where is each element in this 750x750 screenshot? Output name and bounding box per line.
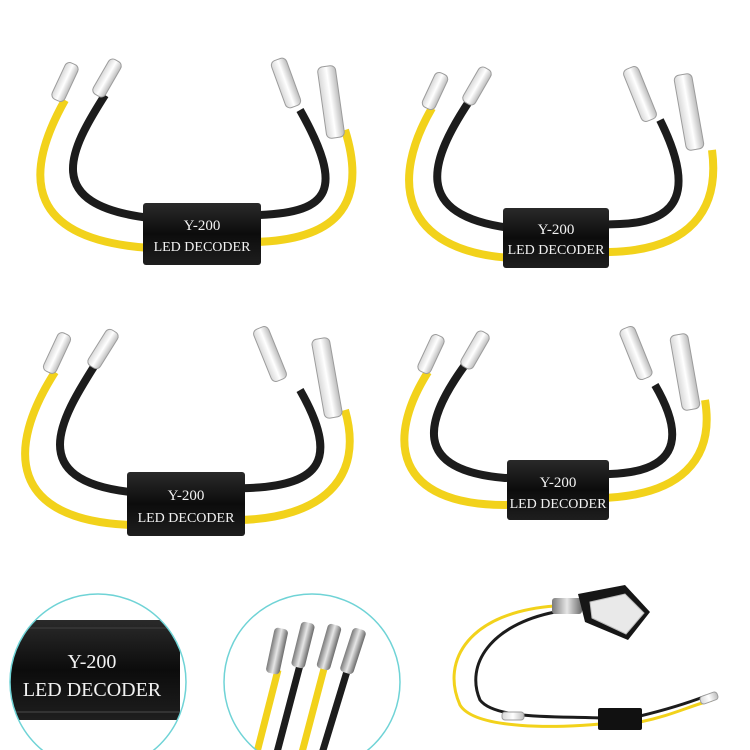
yellow-wire	[400, 369, 711, 510]
connector-terminal	[317, 65, 345, 139]
decoder-label: LED DECODER	[154, 240, 251, 255]
metal-terminal	[266, 627, 288, 675]
connector-terminal	[699, 691, 719, 705]
installed-example	[452, 585, 719, 730]
connector-terminal	[87, 328, 119, 370]
decoder-box	[507, 460, 609, 520]
black-wire	[429, 362, 677, 483]
decoder-box	[503, 208, 609, 268]
connector-terminal	[270, 57, 302, 109]
decoder-model: Y-200	[184, 218, 221, 234]
connector-terminal	[417, 334, 445, 374]
connector-terminal	[311, 337, 343, 419]
decoder-label-closeup: LED DECODER	[23, 679, 162, 701]
decoder-label: LED DECODER	[510, 497, 607, 512]
connector-terminal	[462, 66, 492, 106]
decoder-box	[143, 203, 261, 265]
decoder-label: LED DECODER	[138, 511, 235, 526]
connector-terminal	[669, 333, 701, 411]
connector-terminal	[253, 326, 287, 382]
signal-mount	[552, 598, 582, 614]
connector-terminal	[421, 71, 449, 111]
metal-terminal	[340, 628, 366, 674]
black-wire	[69, 92, 330, 223]
connector-terminal	[460, 330, 490, 370]
decoder-model-closeup: Y-200	[68, 651, 117, 673]
connector-terminal	[51, 62, 79, 102]
decoder-harness-3: Y-200 LED DECODER	[21, 326, 354, 536]
zoom-circle-terminals	[223, 593, 401, 750]
connector-terminal	[92, 58, 122, 98]
connector-terminal	[623, 66, 657, 122]
decoder-harness-2: Y-200 LED DECODER	[405, 66, 718, 268]
decoder-box-closeup	[10, 620, 180, 720]
zoom-circle-decoder: Y-200 LED DECODER	[9, 593, 187, 750]
yellow-wire	[452, 604, 601, 728]
decoder-model: Y-200	[538, 222, 575, 238]
decoder-box	[127, 472, 245, 536]
connector-terminal	[619, 325, 653, 381]
metal-terminal	[316, 623, 342, 671]
decoder-label: LED DECODER	[508, 243, 605, 258]
connector-terminal	[501, 711, 525, 721]
connector-terminal	[42, 332, 72, 374]
decoder-model: Y-200	[168, 488, 205, 504]
decoder-harness-1: Y-200 LED DECODER	[36, 57, 357, 265]
connector-terminal	[673, 73, 705, 151]
decoder-harness-4: Y-200 LED DECODER	[400, 325, 711, 520]
decoder-model: Y-200	[540, 475, 577, 491]
decoder-box-small	[598, 708, 642, 730]
turn-signal-lens	[589, 593, 645, 635]
metal-terminal	[291, 621, 315, 669]
black-wire	[474, 610, 601, 720]
